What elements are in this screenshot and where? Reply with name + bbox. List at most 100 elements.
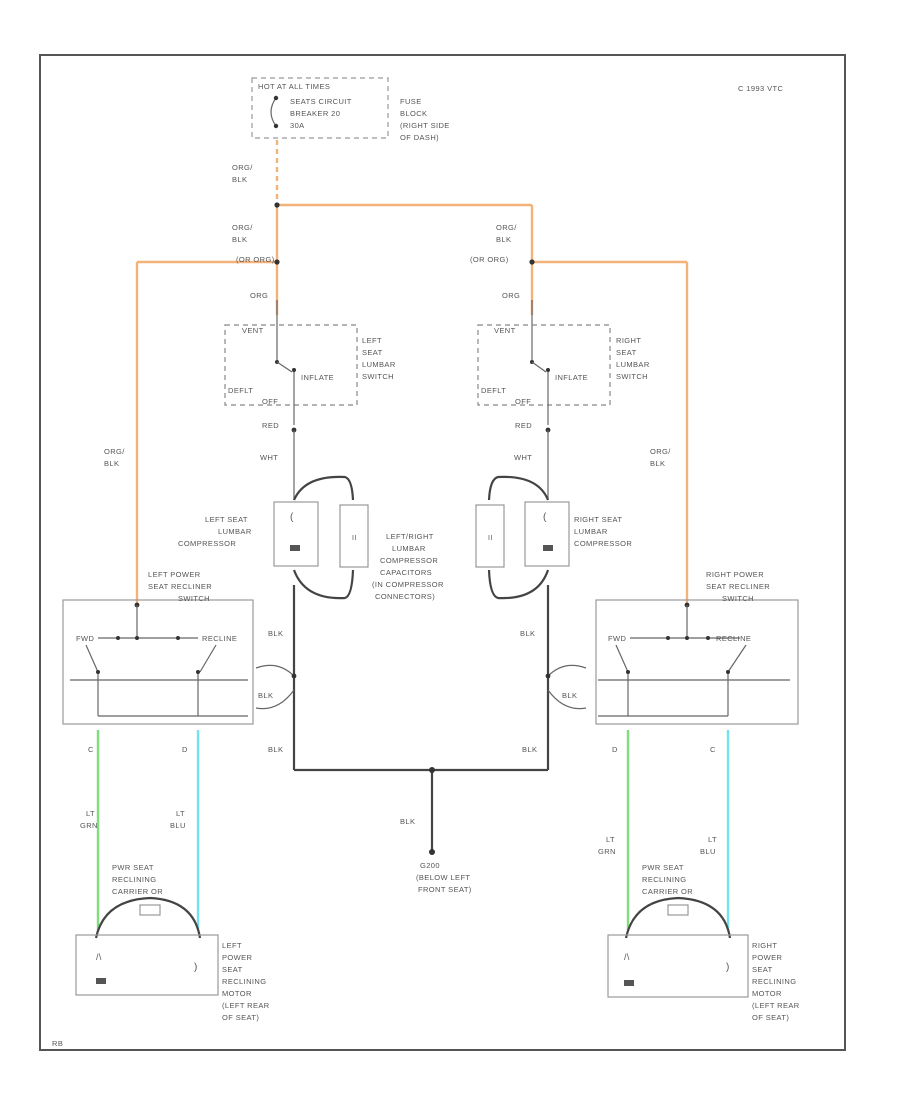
svg-text:GRN: GRN <box>598 847 616 856</box>
svg-text:RIGHT: RIGHT <box>752 941 777 950</box>
svg-text:BREAKER 20: BREAKER 20 <box>290 109 340 118</box>
svg-text:BLK: BLK <box>400 817 415 826</box>
svg-text:SWITCH: SWITCH <box>722 594 754 603</box>
motor-icon: /\ <box>96 952 102 962</box>
svg-text:SEAT: SEAT <box>362 348 383 357</box>
svg-text:(OR ORG): (OR ORG) <box>236 255 275 264</box>
svg-text:D: D <box>182 745 188 754</box>
svg-text:BLK: BLK <box>650 459 665 468</box>
svg-text:ORG: ORG <box>250 291 268 300</box>
capacitors-label: LEFT/RIGHT LUMBAR COMPRESSOR CAPACITORS … <box>372 532 444 601</box>
right-recliner-motor: PWR SEAT RECLINING CARRIER OR /\ ) RIGHT… <box>607 863 799 1022</box>
compressor-motor-icon: ( <box>290 512 294 523</box>
svg-text:CARRIER OR: CARRIER OR <box>642 887 693 896</box>
svg-text:SWITCH: SWITCH <box>362 372 394 381</box>
svg-text:(BELOW LEFT: (BELOW LEFT <box>416 873 470 882</box>
svg-text:DEFLT: DEFLT <box>481 386 506 395</box>
svg-text:SEAT RECLINER: SEAT RECLINER <box>706 582 770 591</box>
svg-text:INFLATE: INFLATE <box>555 373 588 382</box>
ground-wires <box>255 585 587 855</box>
svg-text:RECLINING: RECLINING <box>222 977 266 986</box>
svg-text:MOTOR: MOTOR <box>222 989 252 998</box>
svg-text:RIGHT: RIGHT <box>616 336 641 345</box>
svg-text:RECLINING: RECLINING <box>642 875 686 884</box>
svg-text:SEAT RECLINER: SEAT RECLINER <box>148 582 212 591</box>
svg-text:II: II <box>488 535 493 542</box>
svg-text:): ) <box>726 962 730 973</box>
svg-text:(IN COMPRESSOR: (IN COMPRESSOR <box>372 580 444 589</box>
fuse-block: HOT AT ALL TIMES SEATS CIRCUIT BREAKER 2… <box>251 77 450 142</box>
footer-id: RB <box>52 1039 63 1048</box>
svg-text:VENT: VENT <box>494 326 516 335</box>
copyright-label: C 1993 VTC <box>738 84 783 93</box>
svg-text:BLOCK: BLOCK <box>400 109 427 118</box>
svg-text:OFF: OFF <box>262 397 278 406</box>
svg-text:COMPRESSOR: COMPRESSOR <box>178 539 236 548</box>
svg-text:(OR ORG): (OR ORG) <box>470 255 509 264</box>
svg-text:BLU: BLU <box>700 847 716 856</box>
svg-text:SEAT: SEAT <box>616 348 637 357</box>
svg-text:RIGHT POWER: RIGHT POWER <box>706 570 764 579</box>
svg-text:BLK: BLK <box>268 745 283 754</box>
right-lumbar-switch: VENT INFLATE DEFLT RIGHT SEAT LUMBAR SWI… <box>477 324 650 425</box>
svg-text:RECLINING: RECLINING <box>112 875 156 884</box>
svg-text:BLK: BLK <box>232 235 247 244</box>
svg-text:LEFT POWER: LEFT POWER <box>148 570 201 579</box>
right-compressor: ( RIGHT SEAT LUMBAR COMPRESSOR II <box>475 475 632 600</box>
svg-text:SWITCH: SWITCH <box>178 594 210 603</box>
svg-text:COMPRESSOR: COMPRESSOR <box>574 539 632 548</box>
svg-text:WHT: WHT <box>260 453 278 462</box>
svg-text:POWER: POWER <box>752 953 783 962</box>
svg-text:BLK: BLK <box>104 459 119 468</box>
svg-text:ORG/: ORG/ <box>104 447 125 456</box>
svg-text:D: D <box>612 745 618 754</box>
svg-text:RED: RED <box>515 421 532 430</box>
recliner-motor-wires <box>96 730 730 930</box>
svg-text:LT: LT <box>708 835 717 844</box>
svg-text:LT: LT <box>86 809 95 818</box>
svg-text:LUMBAR: LUMBAR <box>616 360 650 369</box>
left-recliner-motor: PWR SEAT RECLINING CARRIER OR /\ ) LEFT … <box>75 863 270 1022</box>
svg-text:GRN: GRN <box>80 821 98 830</box>
svg-text:SEAT: SEAT <box>752 965 773 974</box>
svg-text:BLK: BLK <box>520 629 535 638</box>
svg-text:OF SEAT): OF SEAT) <box>222 1013 259 1022</box>
svg-text:BLK: BLK <box>562 691 577 700</box>
wire-label-org-blk-1: ORG/ <box>232 163 253 172</box>
svg-text:BLK: BLK <box>496 235 511 244</box>
ground-g200: G200 (BELOW LEFT FRONT SEAT) <box>416 861 472 894</box>
svg-text:MOTOR: MOTOR <box>752 989 782 998</box>
left-capacitor <box>339 504 369 568</box>
svg-text:FWD: FWD <box>76 634 94 643</box>
svg-text:PWR SEAT: PWR SEAT <box>642 863 684 872</box>
svg-text:CAPACITORS: CAPACITORS <box>380 568 432 577</box>
svg-text:RECLINING: RECLINING <box>752 977 796 986</box>
left-lumbar-switch: VENT INFLATE DEFLT LEFT SEAT LUMBAR SWIT… <box>224 324 396 425</box>
svg-text:RIGHT SEAT: RIGHT SEAT <box>574 515 622 524</box>
power-feed-wires <box>135 140 689 605</box>
svg-text:FUSE: FUSE <box>400 97 422 106</box>
svg-text:II: II <box>352 535 357 542</box>
svg-text:FRONT SEAT): FRONT SEAT) <box>418 885 472 894</box>
svg-text:LT: LT <box>606 835 615 844</box>
svg-text:INFLATE: INFLATE <box>301 373 334 382</box>
svg-text:LUMBAR: LUMBAR <box>362 360 396 369</box>
svg-text:CONNECTORS): CONNECTORS) <box>375 592 435 601</box>
svg-text:COMPRESSOR: COMPRESSOR <box>380 556 438 565</box>
compressor-motor-icon: ( <box>543 512 547 523</box>
svg-text:G200: G200 <box>420 861 440 870</box>
svg-text:C: C <box>710 745 716 754</box>
svg-text:BLU: BLU <box>170 821 186 830</box>
svg-text:(LEFT REAR: (LEFT REAR <box>222 1001 270 1010</box>
svg-text:(RIGHT SIDE: (RIGHT SIDE <box>400 121 450 130</box>
svg-text:ORG: ORG <box>502 291 520 300</box>
svg-text:VENT: VENT <box>242 326 264 335</box>
right-capacitor <box>475 504 505 568</box>
svg-text:LUMBAR: LUMBAR <box>218 527 252 536</box>
diagram-frame <box>39 54 846 1051</box>
svg-text:ORG/: ORG/ <box>232 223 253 232</box>
svg-text:LEFT SEAT: LEFT SEAT <box>205 515 248 524</box>
svg-text:SEAT: SEAT <box>222 965 243 974</box>
svg-text:SWITCH: SWITCH <box>616 372 648 381</box>
svg-text:ORG/: ORG/ <box>496 223 517 232</box>
